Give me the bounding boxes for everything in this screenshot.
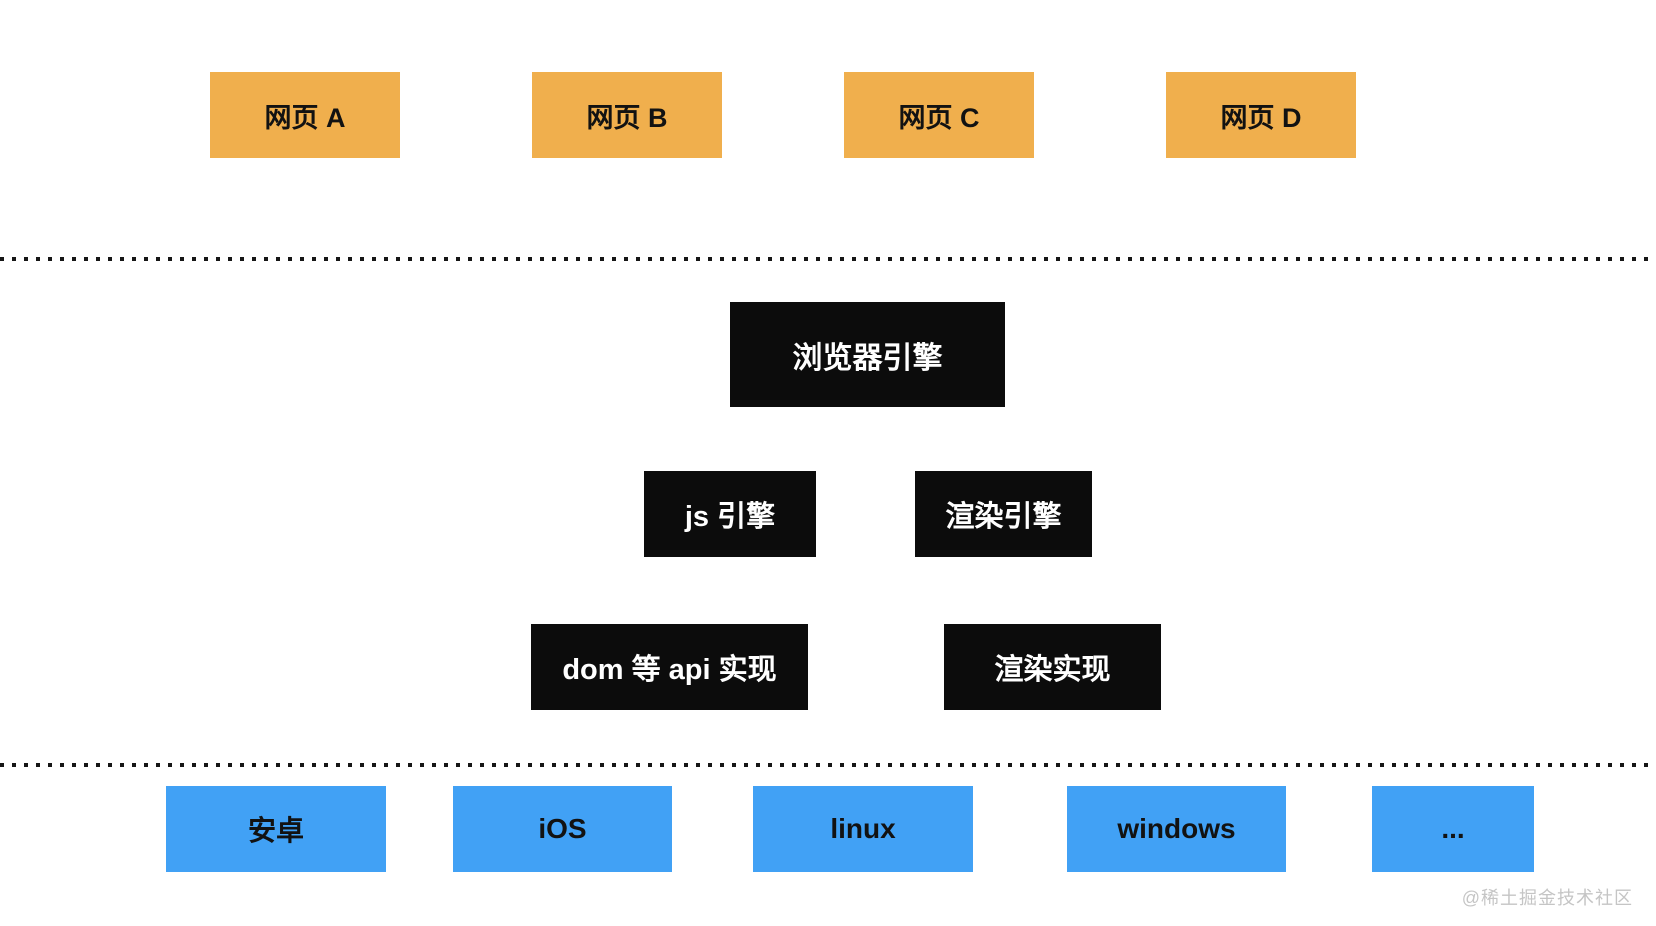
platform-ios-box: iOS (453, 786, 672, 872)
platform-windows-box: windows (1067, 786, 1286, 872)
separator-dotted-line-bottom (0, 763, 1656, 767)
platform-more-box: ... (1372, 786, 1534, 872)
separator-dotted-line-top (0, 257, 1656, 261)
watermark-text: @稀土掘金技术社区 (1461, 888, 1633, 908)
js-engine-box: js 引擎 (644, 471, 816, 557)
platform-linux-box: linux (753, 786, 973, 872)
web-page-c-box: 网页 C (844, 72, 1034, 158)
web-page-d-box: 网页 D (1166, 72, 1356, 158)
web-page-a-box: 网页 A (210, 72, 400, 158)
web-page-b-box: 网页 B (532, 72, 722, 158)
render-engine-box: 渲染引擎 (915, 471, 1092, 557)
browser-engine-box: 浏览器引擎 (730, 302, 1005, 407)
render-implementation-box: 渲染实现 (944, 624, 1161, 710)
dom-api-implementation-box: dom 等 api 实现 (531, 624, 808, 710)
platform-android-box: 安卓 (166, 786, 386, 872)
